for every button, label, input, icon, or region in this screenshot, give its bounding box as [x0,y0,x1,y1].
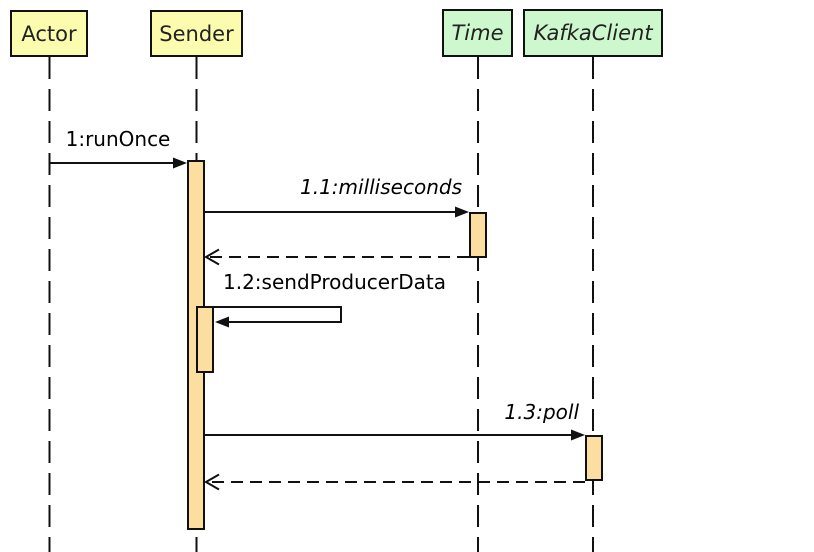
participant-sender: Sender [150,10,243,57]
return-arrow-time-to-sender [203,248,469,266]
open-arrowhead-icon [203,248,220,266]
message-arrow-poll [205,429,585,441]
message-arrow-milliseconds [205,206,469,218]
self-message-arrow-sendproducerdata [214,306,342,328]
filled-arrowhead-icon [455,206,469,218]
participant-kafkaclient: KafkaClient [523,9,663,57]
activation-time [469,212,487,258]
participant-actor-label: Actor [21,21,77,46]
participant-time: Time [442,9,513,57]
message-label-poll: 1.3:poll [504,400,579,424]
filled-arrowhead-icon [571,429,585,441]
participant-sender-label: Sender [159,21,234,46]
open-arrowhead-icon [203,473,220,491]
participant-actor: Actor [10,10,88,57]
activation-sender-nested [196,306,214,373]
activation-kafkaclient [585,435,603,481]
filled-arrowhead-icon [173,157,187,169]
return-arrow-kafkaclient-to-sender [203,473,585,491]
message-arrow-runonce [50,157,187,169]
filled-arrowhead-icon [215,316,229,328]
message-label-sendproducerdata: 1.2:sendProducerData [223,270,447,294]
message-label-runonce: 1:runOnce [65,127,171,151]
participant-time-label: Time [451,21,504,45]
message-label-milliseconds: 1.1:milliseconds [299,175,462,199]
participant-kafkaclient-label: KafkaClient [533,21,653,45]
